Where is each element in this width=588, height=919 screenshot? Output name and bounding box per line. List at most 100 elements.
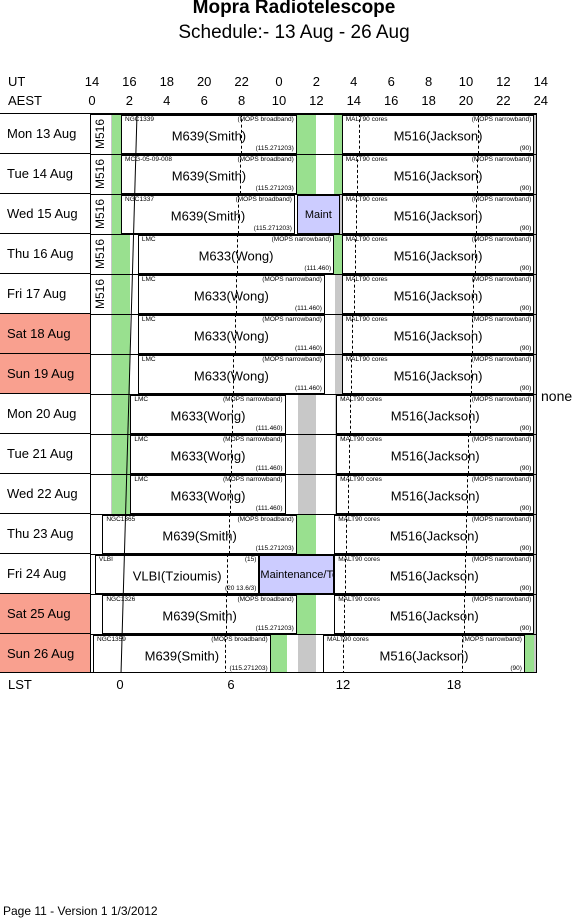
observation-block[interactable]: M633(Wong)LMC(MOPS narrowband)(111.460) [137,275,325,314]
observation-block[interactable]: M516(Jackson)MALT90 cores(MOPS narrowban… [323,635,525,672]
observing-gap-band [296,514,316,554]
row-separator [91,194,536,195]
backend-mode: (MOPS narrowband) [471,196,532,203]
backend-mode: (MOPS narrowband) [471,356,532,363]
source-name: MALT90 cores [340,476,382,483]
day-label: Mon 20 Aug [0,393,90,433]
project-name: M516(Jackson) [379,647,469,663]
observing-gap-band [111,114,122,154]
observation-block[interactable]: M633(Wong)LMC(MOPS narrowband)(111.460) [130,435,286,474]
observation-block[interactable]: M639(Smith)MCG-05-09-008(MOPS broadband)… [121,155,297,194]
maintenance-block[interactable]: Maintenance/Test [259,555,347,594]
source-name: MALT90 cores [345,316,388,323]
observation-block[interactable]: M516(Jackson)MALT90 cores(MOPS narrowban… [341,235,535,274]
observation-block[interactable]: M633(Wong)LMC(MOPS narrowband)(111.460) [137,355,325,394]
observation-block[interactable]: M639(Smith)NGC1359(MOPS broadband)(115.2… [93,635,271,672]
observation-block[interactable]: M516(Jackson)MALT90 cores(MOPS narrowban… [341,275,535,314]
source-name: VLBI [98,556,113,563]
lst-dashed-line [237,234,239,274]
row-separator [91,554,536,555]
observing-gap-band [270,634,288,672]
lst-dashed-line [468,434,470,474]
source-name: MALT90 cores [345,156,388,163]
observation-block[interactable]: M516(Jackson)MALT90 cores(MOPS narrowban… [341,315,535,354]
maintenance-block[interactable]: Maint [296,195,340,234]
observation-block[interactable]: M633(Wong)LMC(MOPS narrowband)(111.460) [137,315,325,354]
lst-dashed-line [240,114,242,154]
observation-block[interactable]: M516(Jackson)MALT90 cores(MOPS narrowban… [341,115,535,154]
ut-label: UT [8,74,26,89]
project-name: M633(Wong) [193,327,269,343]
project-name: M516(Jackson) [393,247,483,263]
observation-block[interactable]: M516(Jackson)MALT90 cores(MOPS narrowban… [341,155,535,194]
row-separator [91,634,536,635]
lst-dashed-line [472,314,474,354]
lst-dashed-line [228,514,230,554]
observation-block[interactable]: M516(Jackson)MALT90 cores(MOPS narrowban… [336,395,535,434]
observation-block[interactable]: VLBI(Tzioumis)VLBI(15)(20 13.6/3) [94,555,260,594]
project-name: M633(Wong) [170,447,246,463]
source-name: MALT90 cores [327,636,369,643]
lst-tick: 6 [227,677,235,692]
source-name: NGC1337 [125,196,154,203]
source-name: MALT90 cores [345,276,388,283]
frequency: (90) [519,265,532,272]
backend-mode: (MOPS narrowband) [471,596,532,603]
lst-dashed-line [226,594,228,634]
observation-block[interactable]: M633(Wong)LMC(MOPS narrowband)(111.460) [130,395,286,434]
project-name: M639(Smith) [171,127,247,143]
observation-block[interactable]: M639(Smith)NGC1337(MOPS broadband)(115.2… [121,195,295,234]
source-name: LMC [134,476,149,483]
lst-dashed-line [238,194,240,234]
observation-block[interactable]: M633(Wong)LMC(MOPS narrowband)(111.460) [130,475,286,514]
ut-tick: 8 [424,74,433,89]
source-name: LMC [141,356,156,363]
backend-mode: (MOPS broadband) [235,196,292,203]
observation-block[interactable]: M633(Wong)LMC(MOPS narrowband)(111.460) [137,235,335,274]
frequency: (111.460) [255,505,283,512]
source-name: MALT90 cores [338,516,381,523]
observation-block[interactable]: M516(Jackson)MALT90 cores(MOPS narrowban… [334,595,535,634]
source-name: LMC [134,436,149,443]
backend-mode: (MOPS narrowband) [471,436,532,443]
frequency: (111.460) [304,265,332,272]
lst-dashed-line [478,114,480,154]
project-name: M639(Smith) [171,167,247,183]
project-name: M516(Jackson) [393,127,483,143]
project-name: M516(Jackson) [393,287,483,303]
project-name: M633(Wong) [193,287,269,303]
ut-tick: 16 [122,74,137,89]
source-name: LMC [141,236,156,243]
day-label: Fri 17 Aug [0,273,90,313]
observation-block[interactable]: M639(Smith)NGC1365(MOPS broadband)(115.2… [102,515,297,554]
observing-gap-band [334,114,342,154]
source-name: MALT90 cores [340,436,382,443]
observation-block[interactable]: M639(Smith)NGC1339(MOPS broadband)(115.2… [121,115,297,154]
backend-mode: (MOPS narrowband) [471,556,532,563]
observation-block[interactable]: M516(Jackson)MALT90 cores(MOPS narrowban… [336,435,535,474]
frequency: (90) [519,225,532,232]
frequency: (90) [510,665,522,672]
ut-tick: 18 [159,74,175,89]
observation-block[interactable]: M516(Jackson)MALT90 cores(MOPS narrowban… [341,355,535,394]
observation-block[interactable]: M516(Jackson)MALT90 cores(MOPS narrowban… [334,515,535,554]
aest-tick: 22 [496,93,511,108]
backend-mode: (MOPS broadband) [211,636,268,643]
row-separator [91,434,536,435]
lst-dashed-line [462,634,464,672]
ut-tick: 12 [496,74,511,89]
observation-block[interactable]: M639(Smith)NGC1326(MOPS broadband)(115.2… [102,595,297,634]
aest-label: AEST [8,93,42,108]
observation-block[interactable]: M516(Jackson)MALT90 cores(MOPS narrowban… [334,555,535,594]
row-separator [91,314,536,315]
frequency: (115.271203) [255,145,294,152]
lst-dashed-line [464,554,466,594]
ut-tick: 6 [387,74,395,89]
lst-dashed-line [475,194,477,234]
lst-dashed-line [229,474,231,514]
lst-dashed-line [346,514,348,554]
frequency: (111.460) [255,465,283,472]
observation-block[interactable]: M516(Jackson)MALT90 cores(MOPS narrowban… [336,475,535,514]
frequency: (115.271203) [255,625,294,632]
observation-block[interactable]: M516(Jackson)MALT90 cores(MOPS narrowban… [341,195,535,234]
